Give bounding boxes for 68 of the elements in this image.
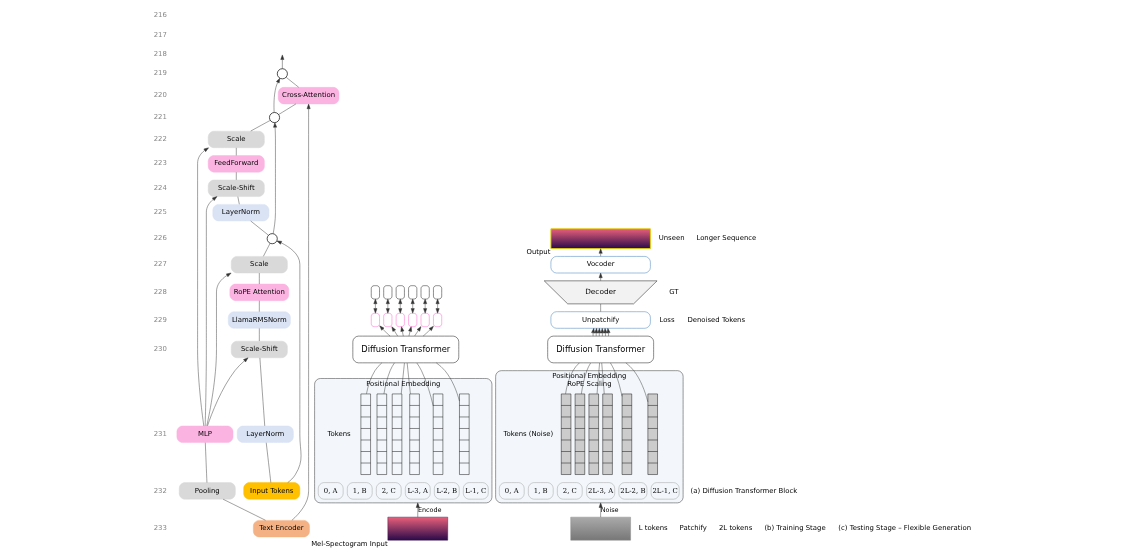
arrow [422,326,434,337]
arrow [606,328,611,337]
connector [401,362,405,395]
node-circle [266,233,278,245]
arrow [598,272,603,281]
connector [416,362,434,407]
arrow [410,298,415,314]
node-box [550,228,651,250]
connector [406,362,411,395]
arrow [435,298,440,314]
connector [263,243,271,257]
arrow [591,328,595,337]
arrow [280,54,285,69]
connector [565,362,580,395]
connector [383,362,395,395]
arrow [276,240,302,483]
node-box [395,285,405,300]
node-box [408,285,418,300]
node-box [420,313,430,327]
node-box [433,313,442,327]
arrow [379,325,391,337]
node-box [383,313,393,327]
arrow [400,326,405,337]
node-box: Diffusion Transformer [547,335,654,364]
arrow [597,328,602,337]
node-circle [276,68,288,80]
node-circle [269,112,280,123]
node-box [570,516,631,541]
connector [610,362,623,397]
arrow [603,328,608,337]
node-box [408,313,418,327]
arrow [415,502,420,518]
connector [285,77,299,88]
arrow [600,328,605,337]
connector [250,120,271,132]
arrow [414,326,422,337]
connector [278,103,297,115]
arrow [408,326,412,337]
arrow [207,357,249,427]
node-box [433,285,442,300]
arrow [398,298,403,314]
connector [581,362,591,395]
arrow [272,122,277,234]
connector [596,362,600,395]
node-box [387,516,448,541]
arrow [204,196,218,427]
connector [601,362,605,395]
arrow [391,326,398,337]
node-box [420,285,430,300]
arrow [197,147,209,427]
arrow [291,103,311,521]
connector [625,362,649,403]
node-box [395,313,405,327]
arrow [373,298,378,314]
arrow [598,248,603,257]
connector [366,362,383,395]
node-box: Diffusion Transformer [352,335,459,364]
arrow [598,502,603,518]
arrow [594,328,599,337]
node-box [371,313,380,327]
connector [436,362,460,402]
node-box [383,285,393,300]
arrow [273,77,281,113]
connector [250,220,269,236]
node-box [371,285,380,300]
arrow [386,298,390,314]
arrow [423,298,427,314]
arrow [206,272,232,427]
